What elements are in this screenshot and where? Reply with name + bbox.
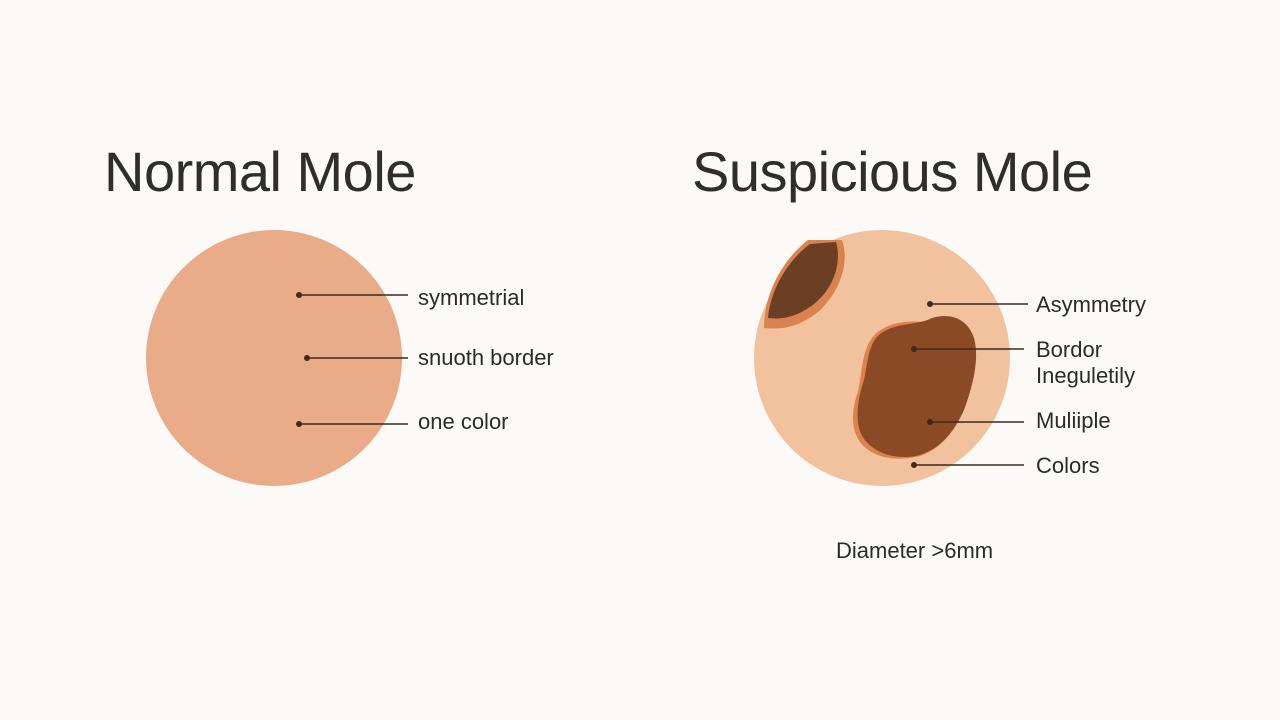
asymmetry-label: Asymmetry bbox=[1036, 292, 1146, 317]
dark-patch bbox=[768, 242, 838, 319]
colors-label: Colors bbox=[1036, 453, 1100, 478]
normal-mole-title: Normal Mole bbox=[104, 140, 416, 203]
border-irregularity-label-line2: Ineguletily bbox=[1036, 363, 1136, 388]
diameter-label: Diameter >6mm bbox=[836, 538, 994, 563]
smooth-border-label: snuoth border bbox=[418, 345, 554, 370]
multiple-label: Muliiple bbox=[1036, 408, 1111, 433]
one-color-label: one color bbox=[418, 409, 509, 434]
border-irregularity-label-line1: Bordor bbox=[1036, 337, 1103, 362]
symmetry-label: symmetrial bbox=[418, 285, 525, 310]
suspicious-mole bbox=[754, 230, 1028, 486]
normal-mole-circle bbox=[146, 230, 402, 486]
suspicious-mole-title: Suspicious Mole bbox=[692, 140, 1093, 203]
normal-mole bbox=[146, 230, 408, 486]
